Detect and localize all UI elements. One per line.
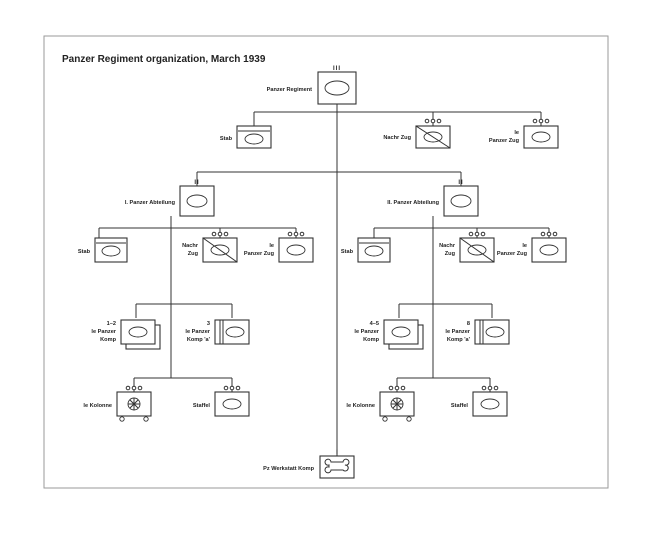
unit-number: 1–2 <box>107 321 116 327</box>
unit-label: le Panzer <box>185 329 210 335</box>
unit-label: le <box>522 243 527 249</box>
unit-label: Staffel <box>193 403 211 409</box>
abt1-le-panzer-komp-unit: 1–2 le Panzer Komp <box>91 319 161 350</box>
abt2-le-panzer-komp-unit: 4–5 le Panzer Komp <box>354 319 424 350</box>
abt1-le-panzer-komp-a-unit: 3 le Panzer Komp 'a' <box>185 319 250 345</box>
abt1-nachr-zug-unit: Nachr Zug <box>182 231 238 263</box>
unit-label: Komp 'a' <box>447 337 471 343</box>
unit-number: 4–5 <box>370 321 379 327</box>
unit-number: 8 <box>467 321 470 327</box>
unit-label: Stab <box>220 136 233 142</box>
unit-number: 3 <box>207 321 210 327</box>
connector-lines <box>98 104 550 456</box>
unit-label: Nachr <box>439 243 456 249</box>
unit-label: Komp 'a' <box>187 337 211 343</box>
unit-label: Panzer Zug <box>497 251 528 257</box>
wrench-icon <box>324 458 350 474</box>
unit-label: Nachr Zug <box>383 135 411 141</box>
unit-label: Panzer Zug <box>244 251 275 257</box>
unit-label: le Panzer <box>354 329 379 335</box>
panzer-regiment-unit: III Panzer Regiment <box>267 66 357 105</box>
unit-label: Zug <box>445 251 456 257</box>
unit-label: Pz Werkstatt Komp <box>263 466 314 472</box>
abt2-le-panzer-zug-unit: le Panzer Zug <box>497 231 567 263</box>
unit-label: Nachr <box>182 243 199 249</box>
diagram-frame <box>43 35 609 489</box>
abt2-staffel-unit: Staffel <box>451 385 508 417</box>
abt2-le-panzer-komp-a-unit: 8 le Panzer Komp 'a' <box>445 319 510 345</box>
abt1-staffel-unit: Staffel <box>193 385 250 417</box>
unit-label: le <box>269 243 274 249</box>
unit-label: II. Panzer Abteilung <box>387 200 439 206</box>
unit-label: le Kolonne <box>83 403 112 409</box>
abt1-le-panzer-zug-unit: le Panzer Zug <box>244 231 314 263</box>
rank-marker: III <box>333 66 341 72</box>
rank-marker: I <box>336 450 338 456</box>
regiment-nachr-zug-unit: Nachr Zug <box>383 118 451 149</box>
unit-label: I. Panzer Abteilung <box>125 200 176 206</box>
abt1-le-kolonne-unit: le Kolonne <box>83 385 152 422</box>
rank-marker: II <box>458 180 463 186</box>
unit-label: Komp <box>363 337 379 343</box>
rank-marker: II <box>194 180 199 186</box>
abteilung-1-unit: II I. Panzer Abteilung <box>125 180 215 217</box>
regiment-stab-unit: Stab <box>220 125 272 149</box>
unit-label: le Kolonne <box>346 403 375 409</box>
regiment-le-panzer-zug-unit: le Panzer Zug <box>489 118 559 149</box>
abt2-nachr-zug-unit: Nachr Zug <box>439 231 495 263</box>
unit-label: Panzer Regiment <box>267 87 313 93</box>
diagram-title: Panzer Regiment organization, March 1939 <box>62 54 266 65</box>
abt2-stab-unit: Stab <box>341 237 391 263</box>
unit-label: le Panzer <box>91 329 116 335</box>
unit-label: Stab <box>341 249 354 255</box>
unit-label: Stab <box>78 249 91 255</box>
unit-label: le Panzer <box>445 329 470 335</box>
werkstatt-komp-unit: I Pz Werkstatt Komp <box>263 450 355 479</box>
unit-label: Panzer Zug <box>489 138 520 144</box>
abt2-le-kolonne-unit: le Kolonne <box>346 385 415 422</box>
abt1-stab-unit: Stab <box>78 237 128 263</box>
abteilung-2-unit: II II. Panzer Abteilung <box>387 180 479 217</box>
unit-label: Staffel <box>451 403 469 409</box>
unit-label: Zug <box>188 251 199 257</box>
unit-label: le <box>514 130 519 136</box>
unit-label: Komp <box>100 337 116 343</box>
